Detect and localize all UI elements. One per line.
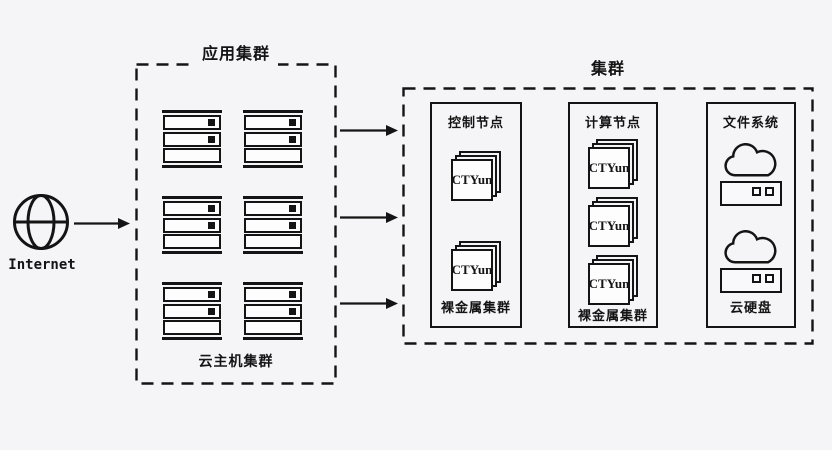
server-rack-icon (162, 282, 222, 340)
cloud-icon (724, 230, 777, 264)
disk-icon (720, 181, 782, 206)
layered-cards-icon: CTYun (588, 255, 638, 305)
arrow-internet-to-app-icon (74, 218, 130, 229)
rack-slot (244, 320, 302, 335)
ctyun-card: CTYun (588, 147, 630, 189)
server-rack-icon (162, 196, 222, 254)
control-node-bottom-label: 裸金属集群 (440, 300, 511, 315)
rack-slot (163, 287, 221, 302)
rack-led (289, 291, 296, 298)
rack-slot (244, 303, 302, 319)
disk-led (752, 274, 761, 283)
rack-slot (244, 131, 302, 147)
layered-cards-icon: CTYun (588, 139, 638, 189)
server-rack-icon (243, 196, 303, 254)
ctyun-card: CTYun (451, 159, 493, 201)
layered-cards-icon: CTYun (451, 241, 501, 291)
rack-slot (244, 148, 302, 163)
ctyun-card: CTYun (588, 205, 630, 247)
rack-slot (244, 115, 302, 130)
rack-slot (163, 131, 221, 147)
rack-led (208, 291, 215, 298)
rack-slot (163, 148, 221, 163)
app-cluster-title: 应用集群 (135, 44, 337, 66)
disk-led (765, 274, 774, 283)
app-cluster-bottom-label: 云主机集群 (198, 353, 274, 369)
rack-slot (244, 201, 302, 216)
rack-slot (163, 320, 221, 335)
rack-led (208, 307, 215, 315)
arrow-app-to-cluster-icon (340, 298, 398, 309)
control-node-box: 控制节点 CTYun CTYun 裸金属集群 (430, 102, 522, 328)
rack-led (208, 205, 215, 212)
rack-led (289, 307, 296, 315)
disk-icon (720, 268, 782, 293)
rack-led (208, 221, 215, 229)
file-system-bottom-label: 云硬盘 (729, 300, 772, 315)
compute-node-bottom-label: 裸金属集群 (577, 308, 648, 323)
rack-slot (163, 115, 221, 130)
rack-slot (163, 201, 221, 216)
internet-label: Internet (8, 257, 76, 273)
server-rack-icon (243, 282, 303, 340)
ctyun-card: CTYun (451, 249, 493, 291)
cluster-title: 集群 (402, 59, 814, 81)
disk-led (752, 187, 761, 196)
compute-node-title: 计算节点 (584, 115, 641, 130)
rack-led (289, 205, 296, 212)
rack-led (208, 119, 215, 126)
layered-cards-icon: CTYun (588, 197, 638, 247)
control-node-title: 控制节点 (447, 115, 504, 130)
file-system-title: 文件系统 (722, 115, 779, 130)
disk-led (765, 187, 774, 196)
rack-slot (163, 217, 221, 233)
rack-slot (163, 234, 221, 249)
cloud-icon (724, 143, 777, 177)
rack-led (289, 119, 296, 126)
server-rack-icon (162, 110, 222, 168)
file-system-box: 文件系统 云硬盘 (706, 102, 796, 328)
ctyun-card: CTYun (588, 263, 630, 305)
rack-led (289, 221, 296, 229)
rack-led (208, 135, 215, 143)
rack-slot (163, 303, 221, 319)
rack-slot (244, 287, 302, 302)
rack-slot (244, 234, 302, 249)
globe-icon (13, 194, 69, 250)
rack-slot (244, 217, 302, 233)
compute-node-box: 计算节点 CTYun CTYun CTYun 裸金属集群 (568, 102, 658, 328)
layered-cards-icon: CTYun (451, 151, 501, 201)
cluster-border (402, 87, 814, 345)
rack-led (289, 135, 296, 143)
arrow-app-to-cluster-icon (340, 212, 398, 223)
arrow-app-to-cluster-icon (340, 125, 398, 136)
server-rack-icon (243, 110, 303, 168)
